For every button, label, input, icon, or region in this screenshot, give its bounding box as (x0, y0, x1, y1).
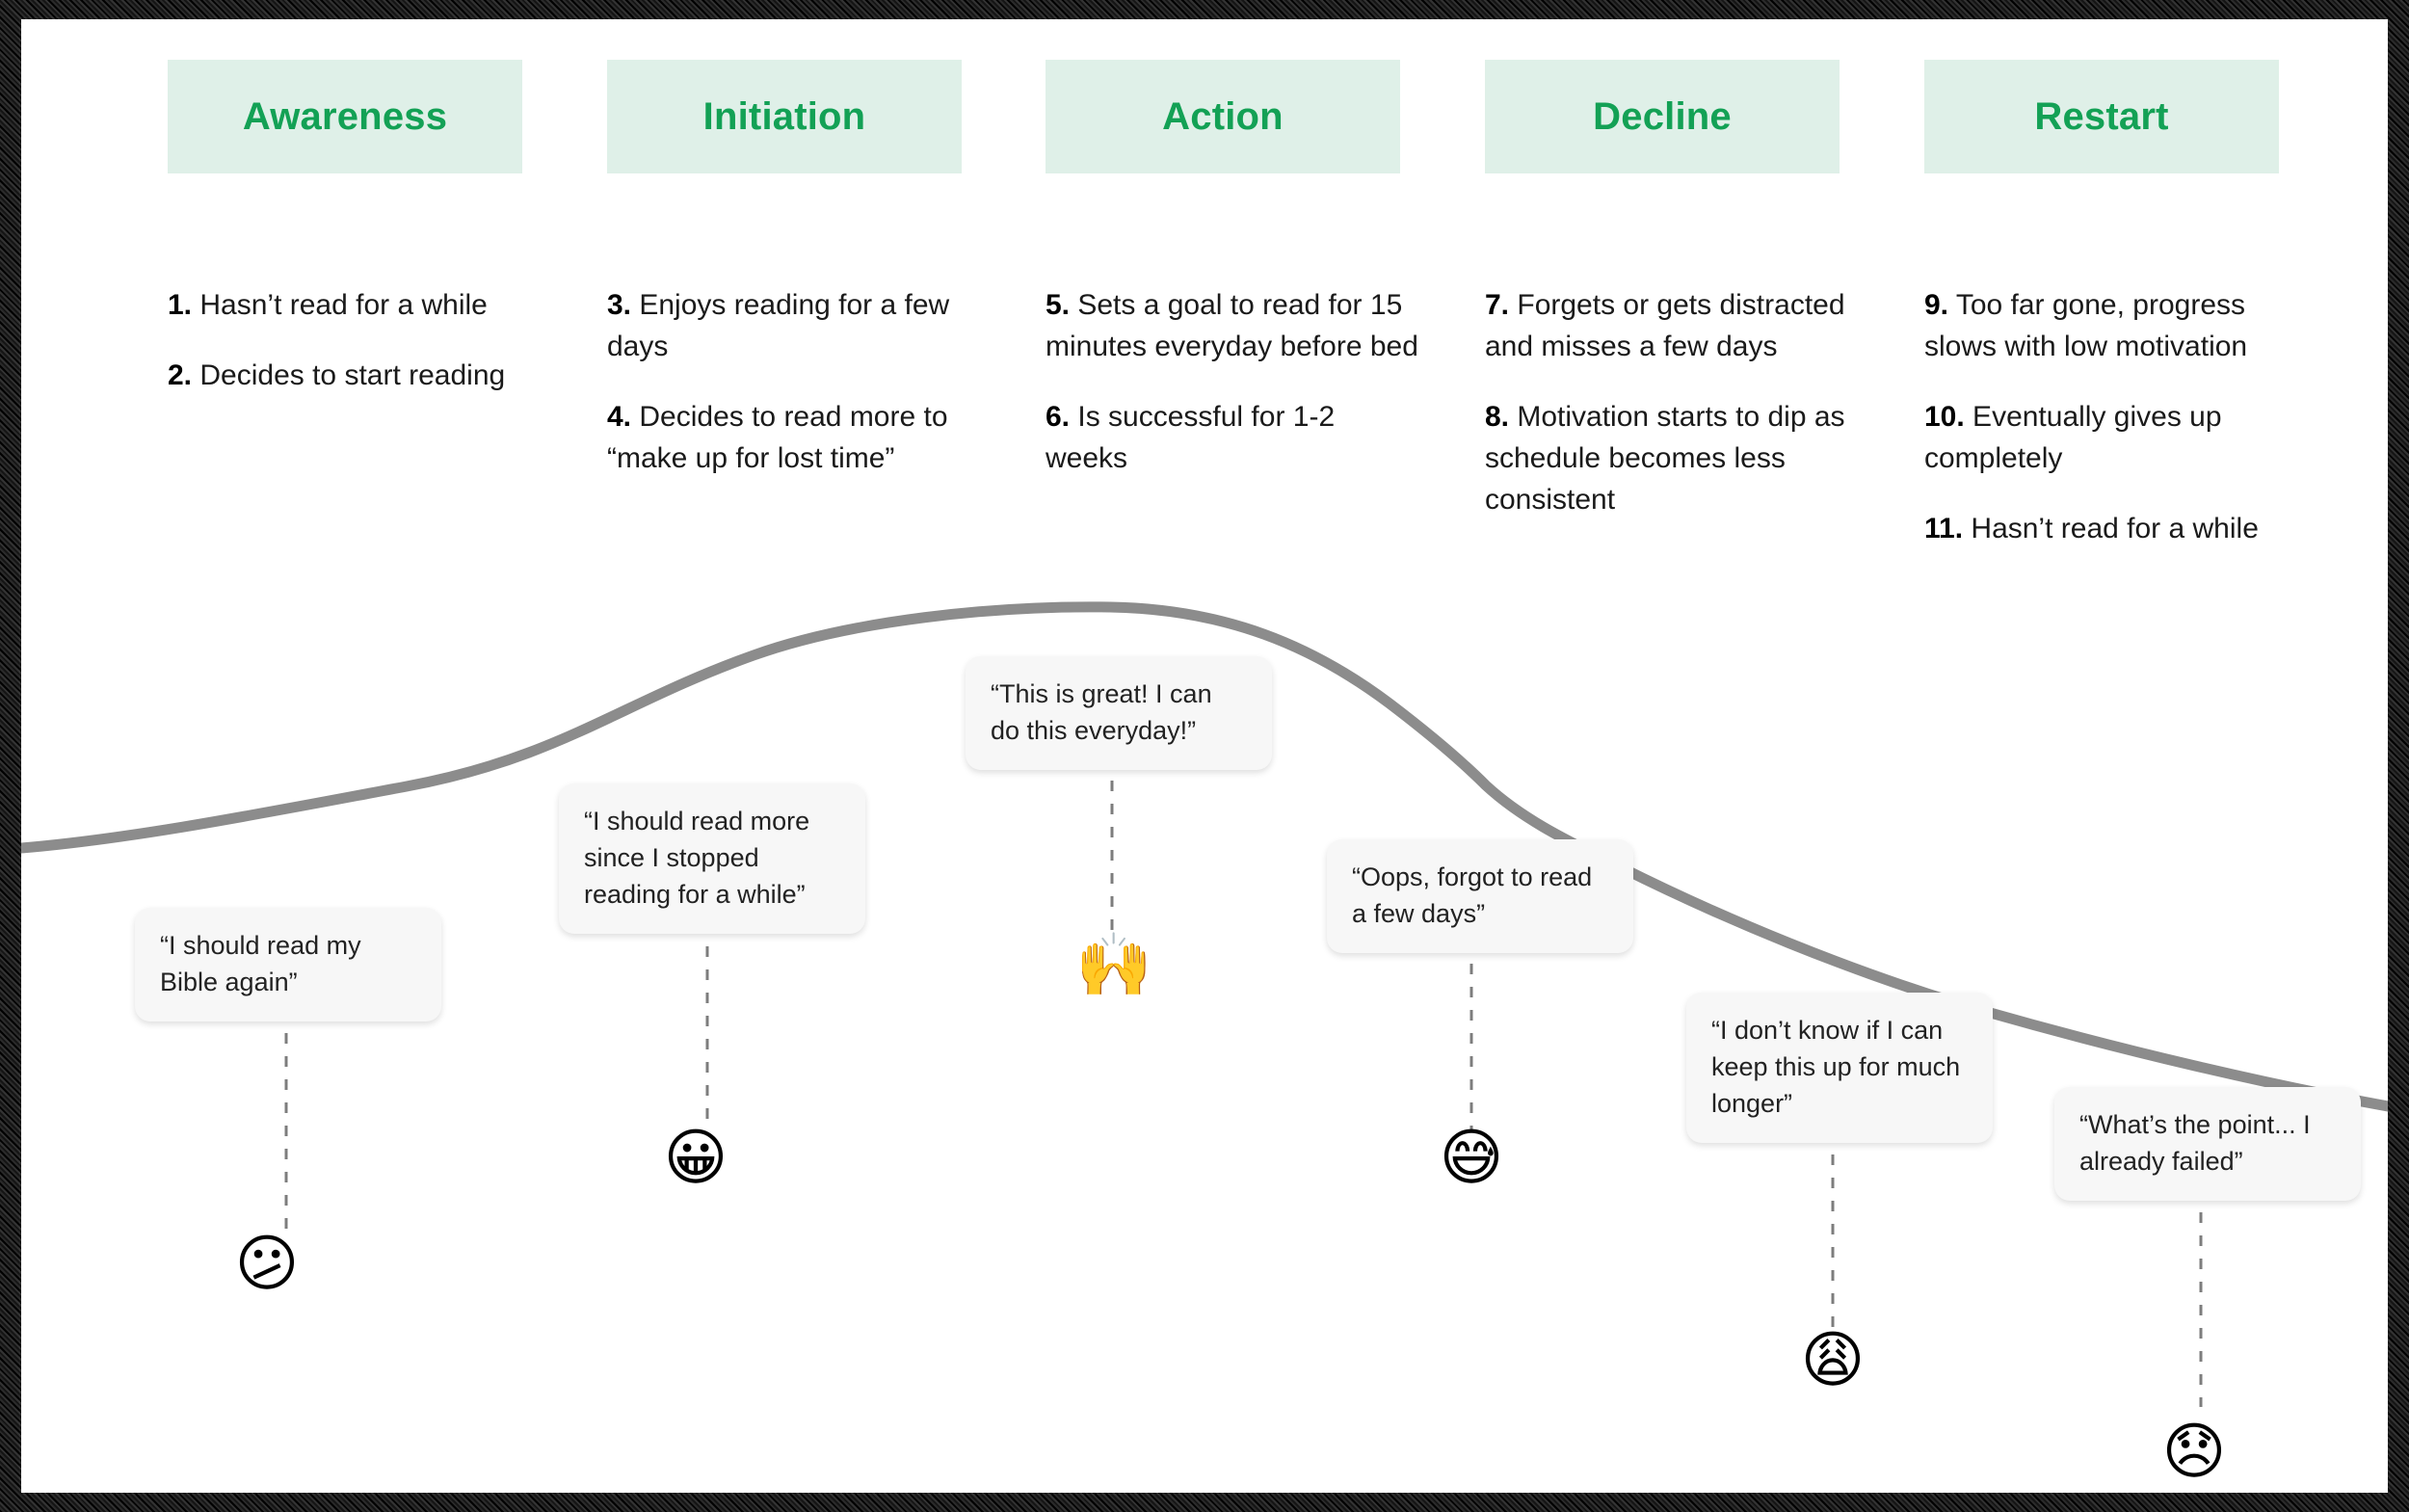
bullet-text: Decides to start reading (192, 359, 506, 391)
stage-header-label: Initiation (702, 94, 866, 138)
stage-column-restart: 9. Too far gone, progress slows with low… (1924, 255, 2300, 575)
bullet-text: Forgets or gets distracted and misses a … (1485, 289, 1845, 362)
bullet-number: 7. (1485, 289, 1510, 321)
stage-header-initiation[interactable]: Initiation (607, 60, 962, 173)
stage-column-decline: 7. Forgets or gets distracted and misses… (1485, 255, 1861, 546)
stage-header-awareness[interactable]: Awareness (168, 60, 522, 173)
confused-face-icon: 😕 (234, 1229, 300, 1298)
stage-bullet: 1. Hasn’t read for a while (168, 284, 543, 326)
bullet-number: 9. (1924, 289, 1949, 321)
bullet-text: Hasn’t read for a while (1963, 513, 2259, 544)
bullet-text: Sets a goal to read for 15 minutes every… (1046, 289, 1418, 362)
bullet-text: Decides to read more to “make up for los… (607, 401, 948, 474)
stage-bullet: 4. Decides to read more to “make up for … (607, 396, 983, 479)
speech-bubble[interactable]: “This is great! I can do this everyday!” (966, 656, 1272, 770)
grinning-face-icon: 😀 (663, 1123, 728, 1192)
stage-column-action: 5. Sets a goal to read for 15 minutes ev… (1046, 255, 1421, 505)
bullet-number: 5. (1046, 289, 1071, 321)
speech-bubble[interactable]: “What’s the point... I already failed” (2054, 1087, 2361, 1201)
bullet-text: Motivation starts to dip as schedule bec… (1485, 401, 1845, 516)
bullet-number: 3. (607, 289, 632, 321)
stage-header-label: Restart (2034, 94, 2169, 138)
stage-header-label: Awareness (242, 94, 448, 138)
raising-hands-icon: 🙌 (1075, 930, 1152, 999)
bullet-number: 11. (1924, 513, 1964, 544)
bullet-text: Is successful for 1-2 weeks (1046, 401, 1336, 474)
stage-bullet: 7. Forgets or gets distracted and misses… (1485, 284, 1861, 367)
stage-bullet: 9. Too far gone, progress slows with low… (1924, 284, 2300, 367)
stage-bullet: 5. Sets a goal to read for 15 minutes ev… (1046, 284, 1421, 367)
stage-bullet: 10. Eventually gives up completely (1924, 396, 2300, 479)
stage-header-restart[interactable]: Restart (1924, 60, 2279, 173)
stage-column-initiation: 3. Enjoys reading for a few days 4. Decid… (607, 255, 983, 505)
stage-bullet: 11. Hasn’t read for a while (1924, 508, 2300, 549)
stage-header-label: Action (1162, 94, 1284, 138)
speech-bubble[interactable]: “I should read more since I stopped read… (559, 783, 865, 934)
stage-bullet: 6. Is successful for 1-2 weeks (1046, 396, 1421, 479)
bubble-connector-lines (284, 781, 2203, 1407)
stage-bullet: 8. Motivation starts to dip as schedule … (1485, 396, 1861, 520)
bullet-number: 4. (607, 401, 632, 433)
speech-bubble[interactable]: “I should read my Bible again” (135, 908, 441, 1021)
bullet-number: 10. (1924, 401, 1965, 433)
speech-bubble[interactable]: “I don’t know if I can keep this up for … (1686, 993, 1993, 1143)
speech-bubble[interactable]: “Oops, forgot to read a few days” (1327, 839, 1633, 953)
bullet-text: Enjoys reading for a few days (607, 289, 950, 362)
grinning-face-with-sweat-icon: 😅 (1439, 1123, 1504, 1192)
stage-bullet: 2. Decides to start reading (168, 355, 543, 396)
stage-header-action[interactable]: Action (1046, 60, 1400, 173)
bullet-number: 6. (1046, 401, 1071, 433)
stage-header-label: Decline (1593, 94, 1732, 138)
bullet-text: Eventually gives up completely (1924, 401, 2222, 474)
bullet-text: Hasn’t read for a while (192, 289, 488, 321)
bullet-number: 1. (168, 289, 193, 321)
stage-header-decline[interactable]: Decline (1485, 60, 1840, 173)
stage-column-awareness: 1. Hasn’t read for a while 2. Decides to … (168, 255, 543, 422)
bullet-number: 8. (1485, 401, 1510, 433)
weary-face-icon: 😩 (1800, 1325, 1866, 1394)
disappointed-face-icon: 😞 (2161, 1417, 2227, 1486)
bullet-number: 2. (168, 359, 193, 391)
stage-bullet: 3. Enjoys reading for a few days (607, 284, 983, 367)
bullet-text: Too far gone, progress slows with low mo… (1924, 289, 2248, 362)
